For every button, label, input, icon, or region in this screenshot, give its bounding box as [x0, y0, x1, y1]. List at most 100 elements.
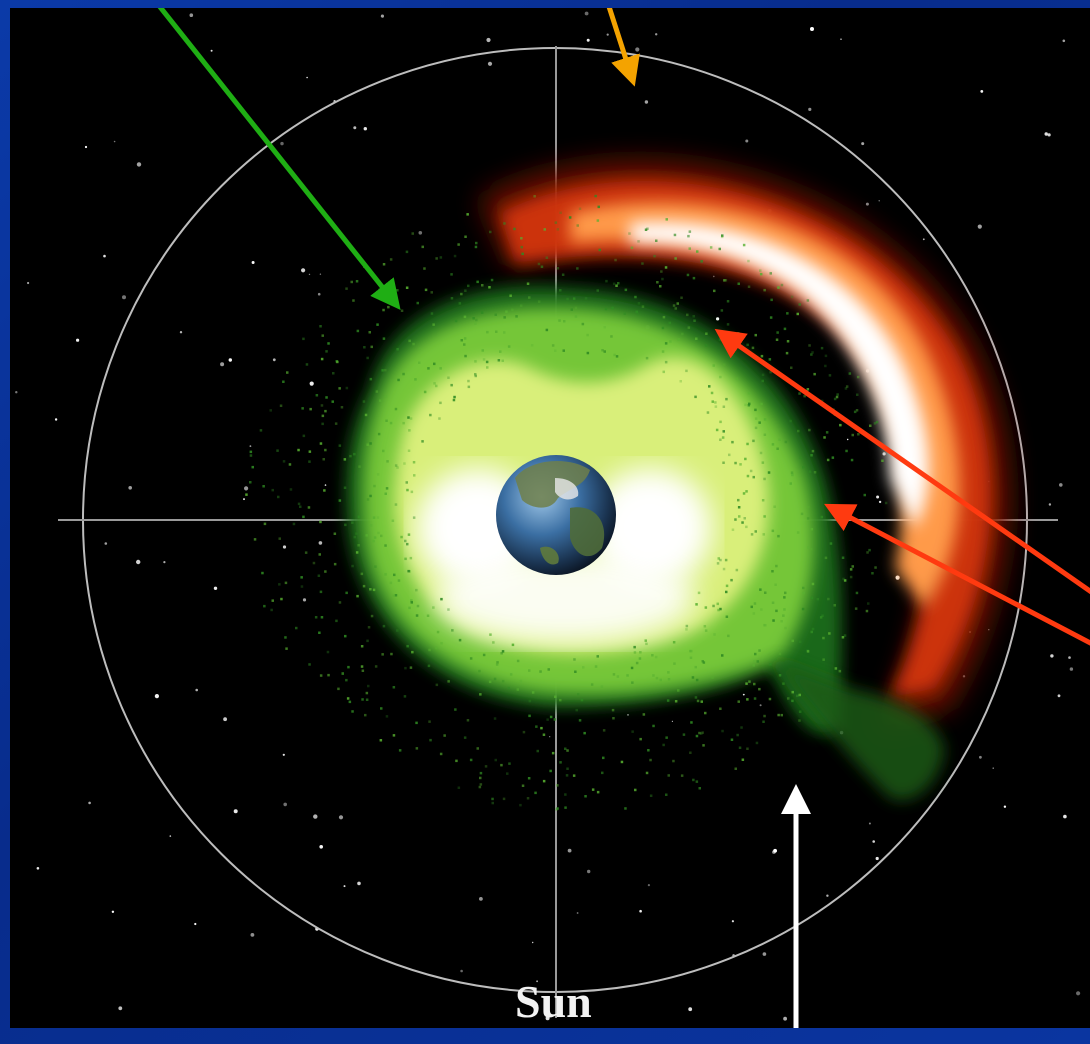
speckle: [612, 717, 615, 720]
speckle: [724, 558, 728, 562]
speckle: [591, 788, 595, 791]
speckle: [667, 671, 670, 674]
speckle: [738, 746, 742, 749]
speckle: [566, 767, 569, 770]
speckle: [783, 608, 786, 611]
speckle: [245, 493, 248, 496]
speckle: [747, 285, 751, 288]
speckle: [314, 616, 318, 619]
speckle: [775, 564, 778, 568]
speckle: [338, 444, 342, 447]
speckle: [501, 650, 505, 653]
speckle: [692, 276, 696, 280]
speckle: [652, 724, 655, 728]
speckle: [424, 288, 428, 292]
star: [244, 486, 249, 491]
speckle: [527, 777, 531, 780]
speckle: [688, 230, 692, 233]
speckle: [423, 267, 426, 270]
speckle: [349, 454, 352, 458]
speckle: [786, 312, 789, 315]
speckle: [501, 359, 504, 362]
speckle: [407, 416, 410, 419]
speckle: [508, 762, 511, 765]
star: [977, 224, 982, 229]
speckle: [674, 307, 677, 310]
speckle: [760, 354, 764, 358]
speckle: [323, 489, 326, 492]
star: [1059, 483, 1063, 487]
speckle: [488, 680, 492, 684]
star: [895, 575, 900, 580]
speckle: [251, 465, 254, 469]
speckle: [721, 436, 725, 439]
speckle: [633, 651, 637, 654]
speckle: [613, 353, 616, 357]
speckle: [439, 367, 442, 370]
speckle: [719, 707, 722, 710]
speckle: [868, 548, 871, 552]
speckle: [540, 265, 544, 268]
speckle: [374, 665, 378, 668]
speckle: [393, 573, 396, 577]
speckle: [645, 771, 649, 775]
speckle: [568, 216, 572, 219]
speckle: [763, 288, 766, 292]
speckle: [796, 694, 799, 698]
speckle: [822, 658, 825, 661]
speckle: [542, 733, 546, 736]
speckle: [369, 494, 372, 498]
star: [487, 61, 493, 66]
speckle: [598, 248, 601, 252]
speckle: [651, 654, 654, 657]
speckle: [519, 803, 522, 807]
speckle: [404, 666, 407, 670]
speckle: [772, 619, 775, 622]
speckle: [739, 463, 742, 466]
speckle: [380, 534, 383, 538]
star: [979, 755, 982, 759]
speckle: [489, 633, 492, 636]
speckle: [319, 674, 323, 677]
star: [1050, 654, 1054, 658]
speckle: [249, 454, 253, 457]
speckle: [526, 797, 530, 800]
speckle: [799, 456, 802, 459]
speckle: [361, 669, 365, 672]
speckle: [691, 676, 695, 679]
speckle: [746, 698, 749, 701]
speckle: [412, 516, 416, 519]
speckle: [491, 801, 494, 805]
speckle: [808, 344, 811, 347]
speckle: [845, 385, 849, 388]
speckle: [845, 449, 848, 453]
speckle: [708, 385, 711, 388]
speckle: [664, 360, 668, 364]
speckle: [839, 423, 842, 427]
speckle: [741, 521, 744, 524]
speckle: [631, 681, 634, 684]
speckle: [432, 606, 435, 609]
speckle: [479, 783, 483, 786]
speckle: [285, 647, 288, 650]
speckle: [754, 530, 757, 533]
speckle: [488, 286, 491, 289]
speckle: [301, 407, 304, 410]
speckle: [758, 687, 761, 691]
star: [128, 486, 132, 490]
speckle: [777, 713, 780, 717]
speckle: [850, 458, 854, 462]
speckle: [278, 537, 281, 540]
speckle: [540, 726, 543, 730]
speckle: [530, 344, 534, 347]
speckle: [493, 717, 497, 720]
speckle: [723, 279, 726, 282]
speckle: [746, 747, 749, 750]
speckle: [263, 604, 266, 608]
speckle: [835, 395, 839, 399]
speckle: [655, 239, 658, 242]
speckle: [866, 551, 869, 554]
speckle: [594, 665, 598, 668]
speckle: [639, 737, 642, 741]
speckle: [824, 556, 828, 560]
